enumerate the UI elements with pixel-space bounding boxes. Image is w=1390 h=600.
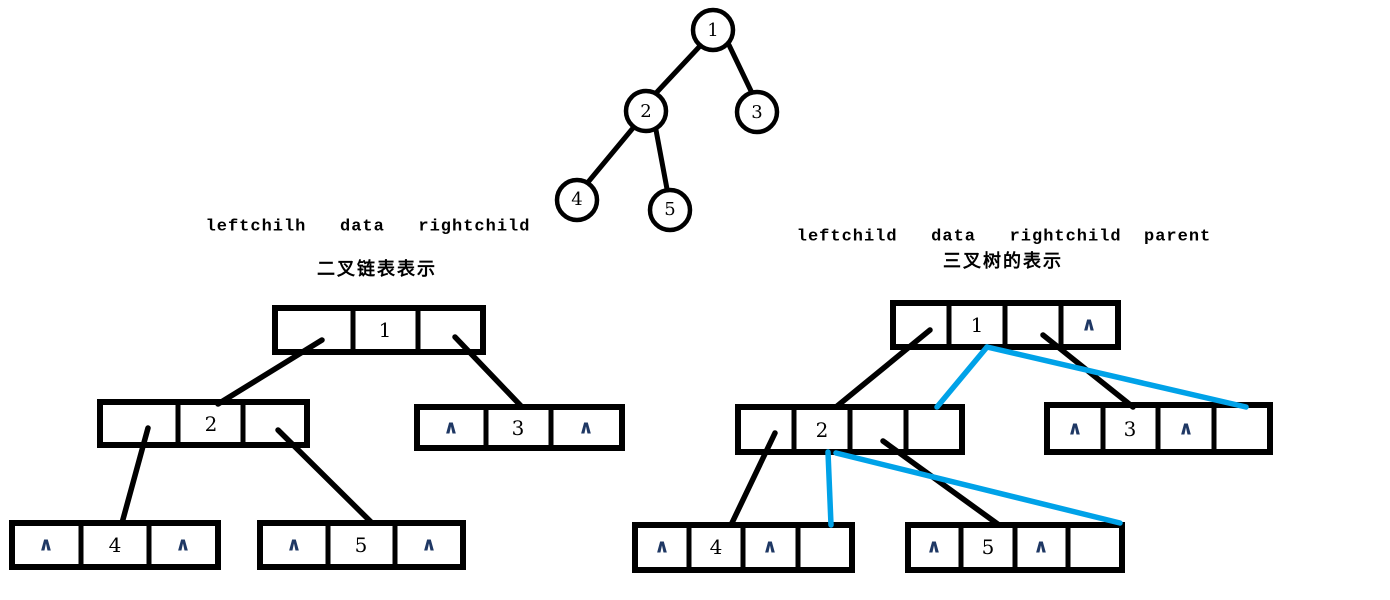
left-record-3-data: 3: [511, 416, 525, 440]
left-record-3-leftchild-null: ∧: [443, 416, 459, 439]
left-record-4-leftchild-null: ∧: [38, 533, 54, 556]
left-pointer-1-to-2: [215, 337, 325, 407]
left-record-4-data: 4: [108, 533, 122, 557]
left-record-5-data: 5: [354, 533, 368, 557]
tree-node-5-circle: [647, 187, 693, 233]
tree-edge-2-4: [586, 125, 636, 184]
right-section-title: 三叉树的表示: [943, 251, 1063, 272]
left-pointer-2-to-5: [275, 427, 375, 526]
parent-pointer-4-to-2: [825, 449, 834, 528]
left-pointer-2-to-4: [119, 425, 151, 526]
binary-tree-figure: [554, 7, 780, 233]
right-record-1-data: 1: [970, 313, 984, 337]
left-record-2: [97, 399, 310, 448]
right-record-4-data: 4: [709, 535, 723, 559]
tree-node-4-circle: [554, 177, 600, 223]
right-record-5-rightchild-null: ∧: [1033, 535, 1049, 558]
right-record-3: [1044, 402, 1273, 455]
right-record-1-parent-null: ∧: [1081, 313, 1097, 336]
right-record-2-data: 2: [815, 418, 829, 442]
tree-node-1-circle: [690, 7, 736, 53]
left-record-3: [414, 404, 625, 451]
tree-edge-1-3: [726, 42, 755, 96]
tree-node-1-label: 1: [707, 20, 719, 41]
left-record-5: [257, 520, 466, 570]
left-list-figure: [9, 305, 625, 570]
left-section-header: leftchilh data rightchild: [205, 217, 531, 237]
tree-edge-1-2: [654, 43, 703, 95]
left-record-2-data: 2: [204, 412, 218, 436]
tree-node-3-circle: [734, 89, 780, 135]
right-list-figure: [632, 300, 1273, 573]
left-record-3-rightchild-null: ∧: [578, 416, 594, 439]
tree-edge-2-5: [653, 127, 670, 192]
right-record-4-leftchild-null: ∧: [654, 535, 670, 558]
tree-node-3-label: 3: [751, 102, 763, 123]
right-pointer-1-to-2: [833, 327, 933, 410]
right-record-3-rightchild-null: ∧: [1178, 417, 1194, 440]
tree-node-2-circle: [623, 88, 669, 134]
parent-pointer-5-to-2: [833, 450, 1123, 526]
right-record-5-data: 5: [981, 535, 995, 559]
parent-pointer-2-to-1: [934, 344, 990, 410]
right-record-5: [905, 522, 1125, 573]
tree-node-2-label: 2: [640, 101, 652, 122]
right-section-header: leftchild data rightchild parent: [796, 227, 1212, 247]
right-record-4: [632, 522, 855, 573]
tree-node-4-label: 4: [571, 189, 583, 210]
right-record-3-leftchild-null: ∧: [1067, 417, 1083, 440]
left-pointer-1-to-3: [452, 334, 525, 410]
left-record-5-rightchild-null: ∧: [421, 533, 437, 556]
right-pointer-2-to-4: [728, 430, 778, 528]
left-record-4: [9, 520, 221, 570]
right-record-3-data: 3: [1123, 417, 1137, 441]
right-record-2: [735, 404, 965, 455]
right-record-5-leftchild-null: ∧: [926, 535, 942, 558]
right-record-1: [890, 300, 1121, 350]
right-record-4-rightchild-null: ∧: [762, 535, 778, 558]
tree-node-5-label: 5: [664, 199, 676, 220]
left-record-1-data: 1: [378, 318, 392, 342]
left-section-title: 二叉链表表示: [317, 259, 437, 280]
parent-pointer-3-to-1: [984, 344, 1249, 410]
left-record-5-leftchild-null: ∧: [286, 533, 302, 556]
right-pointer-2-to-5: [880, 438, 1002, 528]
left-record-4-rightchild-null: ∧: [175, 533, 191, 556]
